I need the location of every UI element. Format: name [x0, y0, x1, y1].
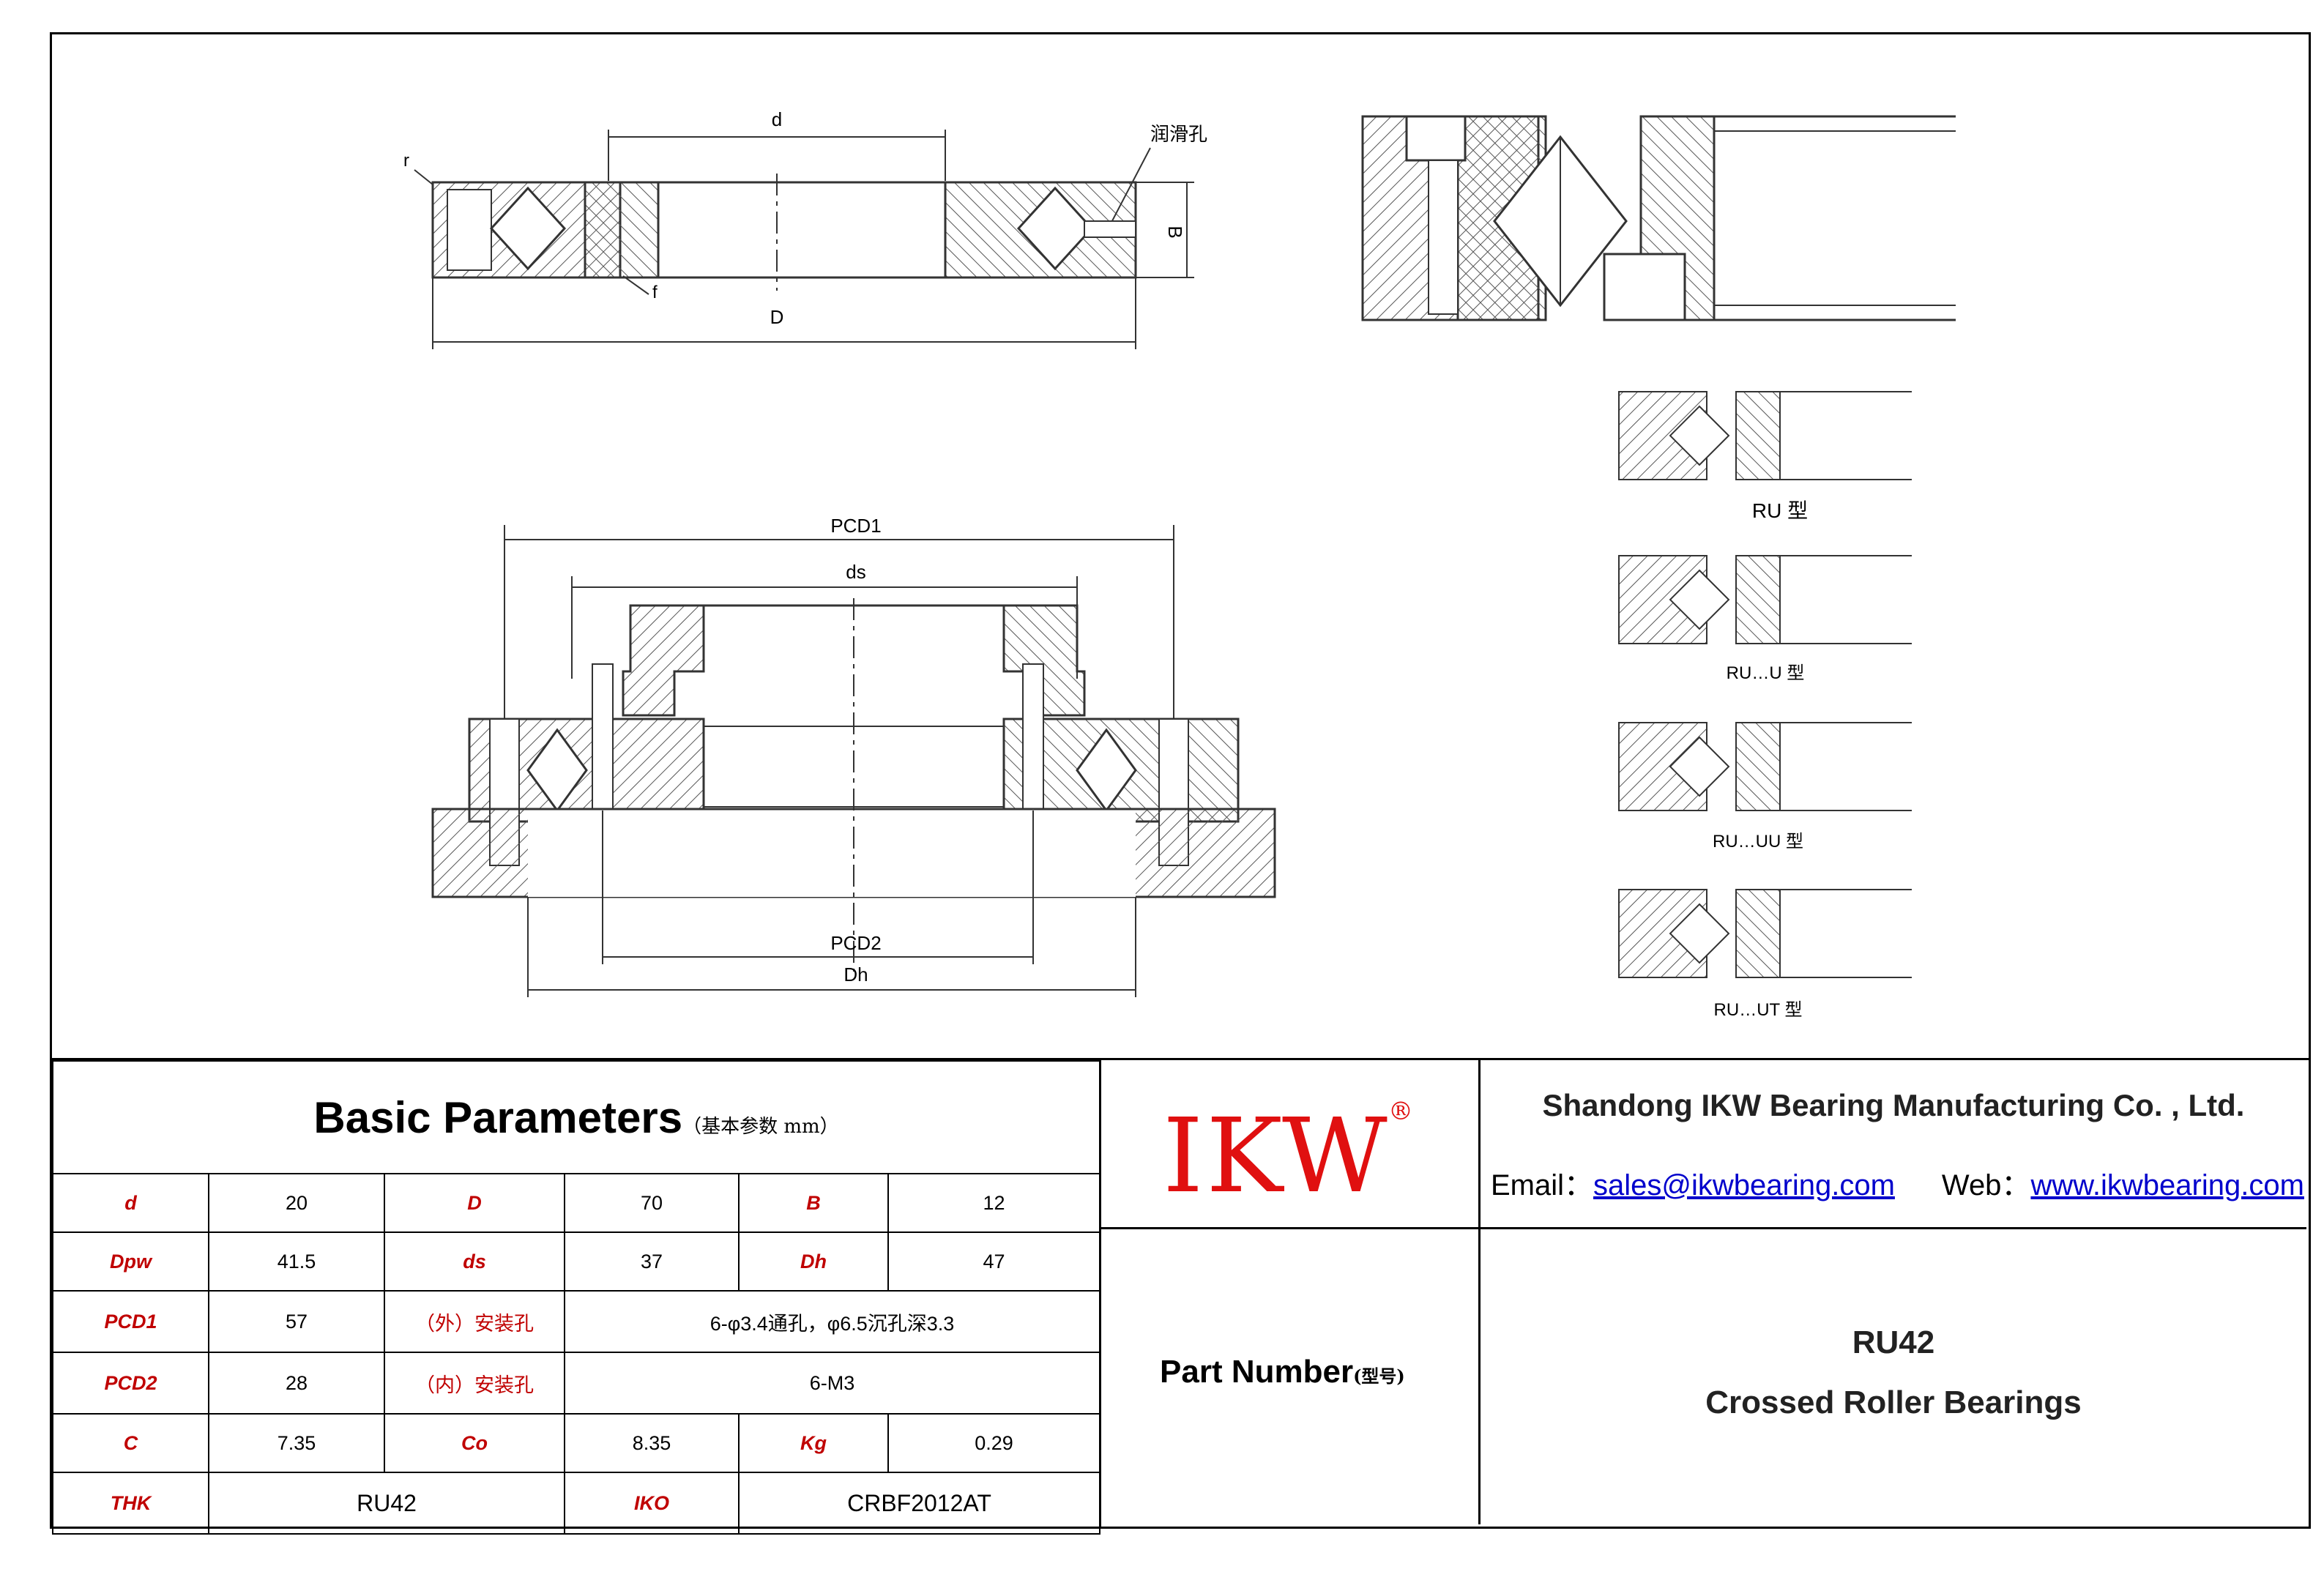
param-label: Dpw — [52, 1231, 209, 1292]
iko-value: CRBF2012AT — [737, 1472, 1101, 1535]
dim-d-label: d — [772, 108, 782, 130]
part-number-cn: (型号) — [1353, 1365, 1405, 1387]
web-link[interactable]: www.ikwbearing.com — [2030, 1169, 2304, 1201]
outer-hole-label: （外）安装孔 — [384, 1290, 565, 1353]
param-value: 70 — [564, 1173, 740, 1233]
table-row: d 20 D 70 B 12 — [52, 1173, 1101, 1233]
dim-pcd1-label: PCD1 — [830, 515, 881, 537]
enlarged-section — [1361, 115, 1956, 321]
params-title: Basic Parameters — [313, 1092, 683, 1142]
label-f: f — [652, 283, 658, 302]
contact-line: Email：sales@ikwbearing.com Web：www.ikwbea… — [1491, 1161, 2304, 1204]
mounting-assembly: PCD1 ds PCD2 Dh — [431, 515, 1276, 997]
model-cell: RU42 Crossed Roller Bearings — [1481, 1229, 2306, 1524]
label-r: r — [403, 151, 409, 171]
param-label: C — [52, 1413, 209, 1473]
variant-ru-u-label: RU…U 型 — [1727, 663, 1805, 683]
basic-parameters-table: Basic Parameters（基本参数 mm） d 20 D 70 B 12… — [51, 1058, 1101, 1535]
param-label: Kg — [738, 1413, 889, 1473]
param-value: 37 — [564, 1231, 740, 1292]
dim-dh-label: Dh — [843, 964, 868, 985]
pcd2-value: 28 — [208, 1352, 385, 1415]
param-value: 0.29 — [887, 1413, 1101, 1473]
param-value: 41.5 — [208, 1231, 385, 1292]
param-label: Co — [384, 1413, 565, 1473]
part-number-text: Part Number — [1160, 1354, 1354, 1390]
email-label: Email： — [1491, 1169, 1594, 1201]
pcd2-label: PCD2 — [52, 1352, 209, 1415]
param-label: ds — [384, 1231, 565, 1292]
param-value: 20 — [208, 1173, 385, 1233]
logo-cell: IKW ® — [1101, 1060, 1481, 1229]
params-subtitle: （基本参数 mm） — [682, 1115, 839, 1138]
company-name: Shandong IKW Bearing Manufacturing Co. ,… — [1542, 1088, 2245, 1122]
param-value: 47 — [887, 1231, 1101, 1292]
company-cell: Shandong IKW Bearing Manufacturing Co. ,… — [1481, 1060, 2306, 1229]
variant-ru-ut: RU…UT 型 — [1618, 889, 1912, 1020]
inner-hole-label: （内）安装孔 — [384, 1352, 565, 1415]
table-row: PCD1 57 （外）安装孔 6-φ3.4通孔，φ6.5沉孔深3.3 — [52, 1290, 1101, 1353]
param-label: d — [52, 1173, 209, 1233]
thk-label: THK — [52, 1472, 209, 1535]
part-number-label: Part Number(型号) — [1160, 1354, 1405, 1390]
param-label: Dh — [738, 1231, 889, 1292]
variant-ru: RU 型 — [1618, 391, 1912, 522]
registered-mark: ® — [1388, 1097, 1413, 1126]
email-link[interactable]: sales@ikwbearing.com — [1593, 1169, 1895, 1201]
thk-value: RU42 — [208, 1472, 565, 1535]
param-label: B — [738, 1173, 889, 1233]
outer-hole-value: 6-φ3.4通孔，φ6.5沉孔深3.3 — [563, 1290, 1101, 1353]
param-value: 7.35 — [208, 1413, 385, 1473]
variant-ru-label: RU 型 — [1752, 499, 1808, 522]
variant-ru-uu-label: RU…UU 型 — [1713, 832, 1803, 852]
ikw-logo: IKW — [1163, 1097, 1390, 1216]
table-row: PCD2 28 （内）安装孔 6-M3 — [52, 1352, 1101, 1415]
table-row: THK RU42 IKO CRBF2012AT — [52, 1472, 1101, 1535]
model-number: RU42 — [1852, 1324, 1935, 1360]
part-number-cell: Part Number(型号) — [1101, 1229, 1481, 1524]
table-row: Dpw 41.5 ds 37 Dh 47 — [52, 1231, 1101, 1292]
variant-ru-uu: RU…UU 型 — [1618, 722, 1912, 852]
pcd1-label: PCD1 — [52, 1290, 209, 1353]
params-title-cell: Basic Parameters（基本参数 mm） — [51, 1060, 1101, 1174]
dim-B-label: B — [1164, 226, 1186, 238]
param-value: 8.35 — [564, 1413, 740, 1473]
variant-ru-ut-label: RU…UT 型 — [1714, 1000, 1803, 1020]
label-lube-hole: 润滑孔 — [1150, 123, 1207, 145]
dim-pcd2-label: PCD2 — [830, 932, 881, 954]
iko-label: IKO — [564, 1472, 740, 1535]
param-label: D — [384, 1173, 565, 1233]
technical-drawing: d D B r f 润滑孔 — [403, 108, 1956, 1020]
param-value: 12 — [887, 1173, 1101, 1233]
dim-D-label: D — [770, 306, 784, 328]
web-label: Web： — [1941, 1169, 2031, 1201]
table-row: C 7.35 Co 8.35 Kg 0.29 — [52, 1413, 1101, 1473]
variant-ru-u: RU…U 型 — [1618, 555, 1912, 683]
bearing-type: Crossed Roller Bearings — [1705, 1385, 2082, 1420]
section-view-main: d D B r f 润滑孔 — [403, 108, 1207, 349]
info-panel: IKW ® Shandong IKW Bearing Manufacturing… — [1099, 1058, 2309, 1527]
dim-ds-label: ds — [846, 561, 865, 583]
spec-sheet: d D B r f 润滑孔 — [50, 32, 2311, 1535]
inner-hole-value: 6-M3 — [563, 1352, 1101, 1415]
pcd1-value: 57 — [208, 1290, 385, 1353]
